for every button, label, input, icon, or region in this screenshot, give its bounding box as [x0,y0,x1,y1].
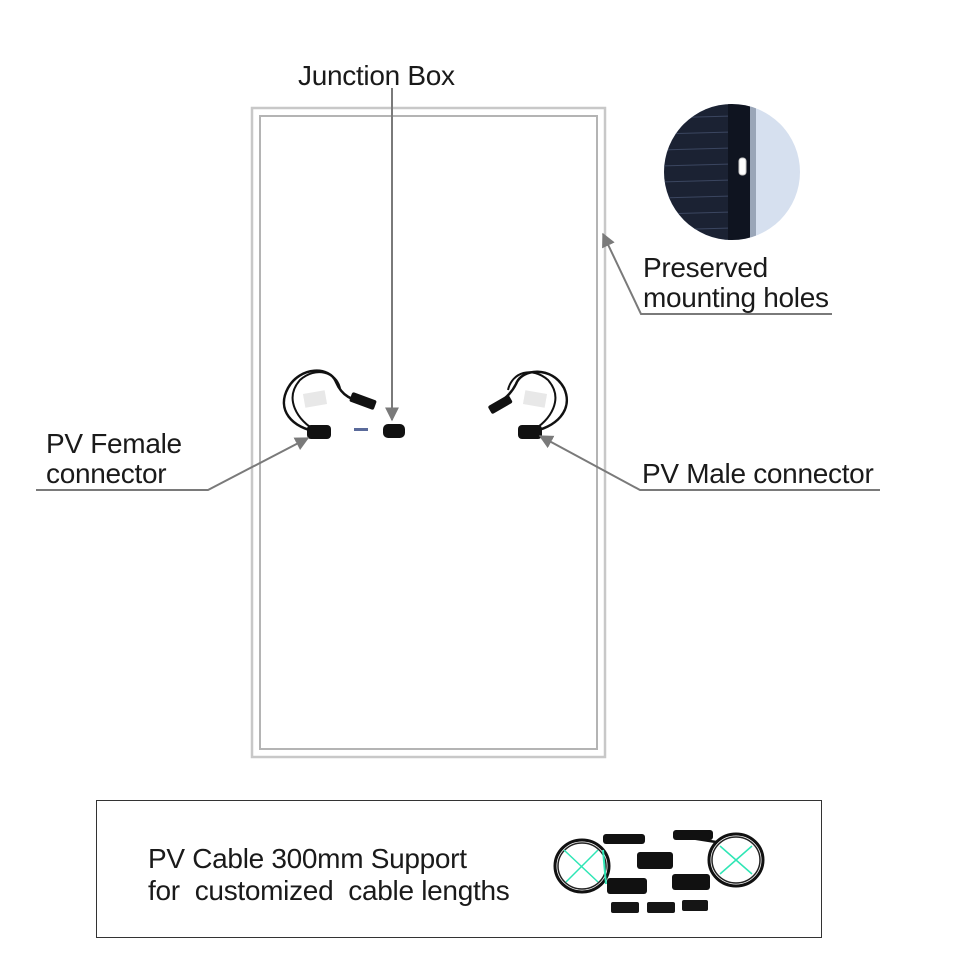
female-connector-label-line1: PV Female [46,428,182,459]
panel-cells-detail [664,104,732,240]
female-connector-leader [36,437,310,491]
mounting-hole-inset [664,104,800,240]
mounting-hole-slot [738,157,747,176]
cable-caption: PV Cable 300mm Support for customized ca… [148,843,510,907]
male-connector-leader [538,435,880,491]
female-junction-clip [307,425,331,439]
male-junction-clip [518,425,542,439]
junction-box [354,424,405,438]
frame-edge-detail [728,104,750,240]
male-cable-assembly [488,370,568,439]
female-cable-assembly [282,369,377,439]
cable-caption-line2: for customized cable lengths [148,875,510,906]
cable-caption-box [96,800,822,938]
junction-box-label: Junction Box [298,60,455,91]
leader-lines [36,88,880,491]
mounting-holes-leader [602,232,832,315]
mounting-holes-label-line2: mounting holes [643,282,829,313]
female-connector-label-line2: connector [46,458,167,489]
cable-illustration [553,830,765,913]
solar-panel [250,106,607,759]
male-connector-label: PV Male connector [642,458,874,489]
mounting-holes-label-line1: Preserved [643,252,768,283]
cable-caption-line1: PV Cable 300mm Support [148,843,467,874]
